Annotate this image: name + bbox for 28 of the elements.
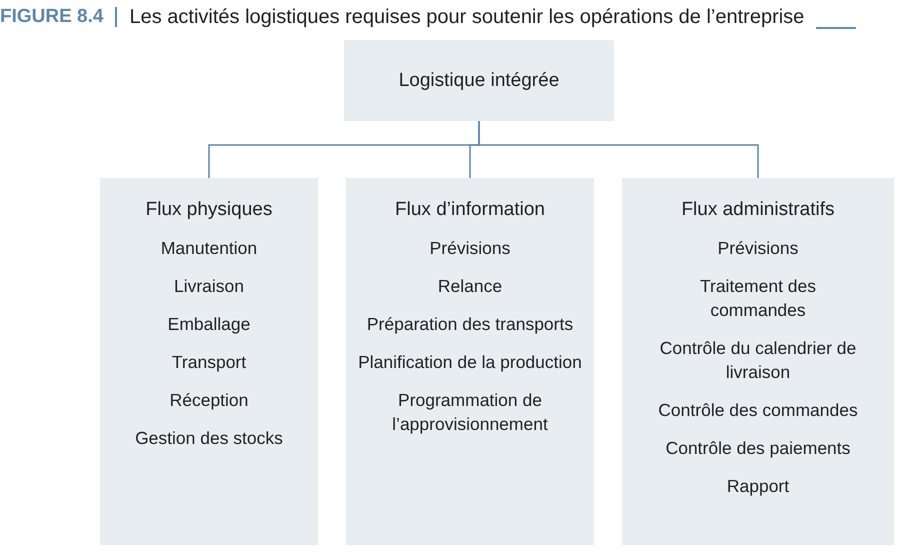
root-box (344, 40, 614, 121)
activity-text: Contrôle du calendrier de livraison (658, 337, 858, 384)
activity-text: Gestion des stocks (134, 427, 284, 450)
category-box (100, 178, 318, 545)
category-box (346, 178, 594, 545)
activity-text: Contrôle des paiements (664, 437, 852, 460)
activity-text: Contrôle des commandes (657, 399, 859, 422)
activity-text: Livraison (172, 275, 246, 298)
activity-text: Prévisions (716, 237, 800, 260)
box-heading: Flux d’information (394, 198, 546, 222)
activity-text: Rapport (726, 475, 790, 498)
activity-text: Relance (436, 275, 504, 298)
activity-text: Préparation des transports (366, 313, 574, 336)
box-heading: Flux physiques (144, 198, 274, 222)
title: Les activités logistiques requises pour soutenir les opérations de l’entreprise (129, 5, 804, 30)
activity-text: Planification de la production (357, 351, 583, 374)
activity-text: Prévisions (428, 237, 512, 260)
activity-text: Programmation de l’approvisionnement (391, 389, 549, 436)
category-box (622, 178, 894, 545)
activity-text: Emballage (166, 313, 252, 336)
activity-text: Transport (170, 351, 248, 374)
activity-text: Réception (168, 389, 250, 412)
activity-text: Traitement des commandes (698, 275, 818, 322)
connector-line (478, 121, 759, 178)
activity-text: Manutention (160, 237, 258, 260)
box-heading: Flux administratifs (680, 198, 836, 222)
figure-number: FIGURE 8.4 (0, 4, 104, 29)
box-heading: Logistique intégrée (398, 68, 560, 92)
